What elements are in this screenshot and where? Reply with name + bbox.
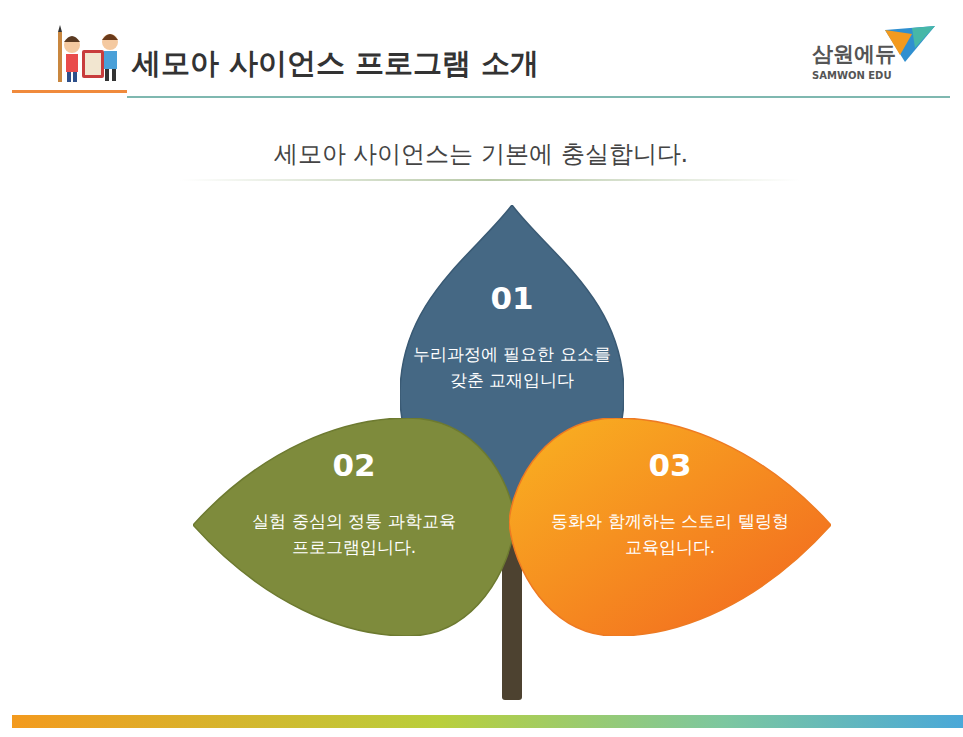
leaf-outline xyxy=(509,418,831,636)
logo-subtext: SAMWON EDU xyxy=(812,70,892,81)
step-text: 실험 중심의 정통 과학교육 프로그램입니다. xyxy=(234,508,474,561)
subtitle: 세모아 사이언스는 기본에 충실합니다. xyxy=(274,138,689,170)
header-accent xyxy=(12,90,127,93)
page-title: 세모아 사이언스 프로그램 소개 xyxy=(132,44,539,84)
step-number: 02 xyxy=(193,448,515,482)
leaf-node: 03 동화와 함께하는 스토리 텔링형 교육입니다. xyxy=(509,418,831,636)
subtitle-rule xyxy=(180,179,800,181)
bottom-bar xyxy=(12,715,963,728)
leaf-outline xyxy=(193,418,515,636)
leaf-node: 02 실험 중심의 정통 과학교육 프로그램입니다. xyxy=(193,418,515,636)
header-rule xyxy=(127,96,950,98)
step-number: 01 xyxy=(400,281,624,315)
logo-text: 삼원에듀 xyxy=(812,40,896,68)
step-number: 03 xyxy=(509,448,831,482)
step-text: 동화와 함께하는 스토리 텔링형 교육입니다. xyxy=(550,508,790,561)
step-text: 누리과정에 필요한 요소를 갖춘 교재입니다 xyxy=(412,341,612,394)
kids-icon xyxy=(58,25,118,82)
